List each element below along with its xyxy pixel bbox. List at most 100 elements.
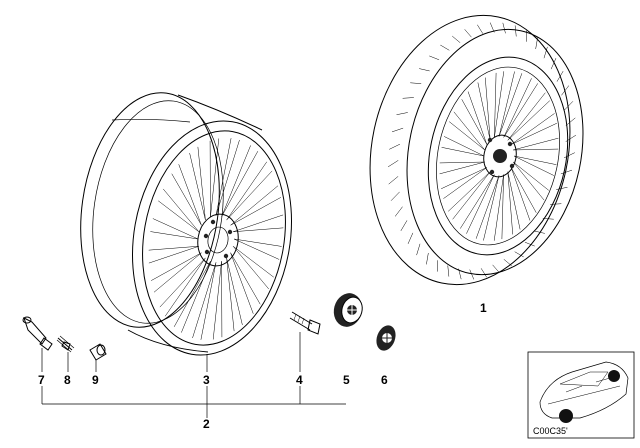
tread-groove: [390, 191, 400, 201]
tread-groove: [419, 68, 430, 72]
part-number-4: 4: [296, 373, 303, 387]
tread-groove: [426, 252, 429, 265]
tread-groove: [458, 268, 462, 280]
spoke-line: [232, 246, 274, 290]
rim-wheel: [80, 92, 293, 356]
spoke-line: [460, 174, 495, 234]
spoke-line: [221, 145, 259, 217]
spoke-line: [150, 252, 202, 293]
complete-wheel-with-tire: [369, 14, 584, 286]
tread-groove: [514, 25, 517, 37]
spoke-line: [507, 171, 521, 235]
spoke-line: [189, 146, 206, 221]
spoke-line: [192, 262, 217, 340]
spoke-line: [173, 261, 211, 333]
tread-groove: [492, 264, 500, 273]
wheel-marker-rear-icon: [608, 370, 620, 382]
part-number-1: 1: [480, 301, 487, 315]
spoke-line: [158, 188, 200, 232]
spoke-line: [461, 91, 488, 145]
spoke-line: [513, 137, 559, 151]
tread-groove: [387, 160, 399, 168]
tread-groove: [416, 243, 421, 256]
part-number-5: 5: [343, 373, 350, 387]
car-outline-icon: [539, 361, 629, 419]
spoke-line: [449, 111, 485, 151]
tread-groove: [389, 143, 401, 150]
tread-groove: [391, 127, 404, 133]
part-number-8: 8: [64, 373, 71, 387]
tread-groove: [561, 85, 570, 96]
emblem: [376, 325, 396, 351]
spoke-line: [226, 161, 273, 221]
tread-groove: [469, 269, 475, 280]
leader-lines: [41, 332, 346, 418]
tread-groove: [534, 230, 545, 234]
spoke-line: [226, 257, 243, 332]
tread-groove: [440, 44, 450, 51]
spoke-line: [209, 138, 220, 217]
spoke-line: [503, 78, 538, 138]
tread-groove: [464, 29, 472, 38]
part-number-7: 7: [38, 373, 45, 387]
spoke-line: [171, 164, 202, 226]
spoke-line: [215, 138, 240, 216]
diagram-code: C00C35': [533, 426, 568, 436]
spoke-line: [513, 161, 549, 201]
vehicle-position-thumbnail: C00C35': [527, 351, 635, 439]
tread-groove: [447, 265, 450, 277]
hub-cap: [333, 293, 363, 327]
tread-groove: [489, 22, 495, 33]
spoke-line: [507, 92, 550, 141]
spoke-line: [441, 167, 488, 199]
tread-groove: [556, 187, 568, 190]
tread-groove: [394, 206, 403, 217]
tread-groove: [452, 35, 461, 43]
tread-groove: [407, 232, 414, 244]
tread-groove: [524, 241, 535, 247]
spoke-line: [148, 245, 199, 264]
spoke-line: [233, 238, 282, 260]
wheel-bolt: [289, 311, 321, 335]
tread-groove: [514, 251, 524, 258]
spoke-line: [230, 185, 282, 226]
part-number-2: 2: [203, 417, 210, 431]
tread-groove: [402, 97, 414, 99]
tread-groove: [480, 268, 487, 278]
tread-groove: [535, 37, 538, 50]
spoke-line: [212, 261, 223, 340]
spoke-line: [493, 174, 504, 241]
wheel-marker-front-icon: [559, 409, 573, 423]
tread-groove: [564, 101, 574, 111]
tread-groove: [550, 58, 557, 70]
tread-groove: [503, 259, 512, 267]
tread-groove: [400, 220, 408, 232]
spoke-line: [150, 218, 199, 240]
spoke-line: [233, 214, 284, 233]
spoke-line: [441, 136, 485, 157]
tread-groove: [565, 134, 577, 142]
spoke-line: [498, 71, 523, 137]
spoke-line: [448, 171, 491, 220]
spoke-line: [439, 161, 485, 175]
tread-groove: [563, 152, 575, 159]
tread-groove: [502, 22, 506, 34]
tread-groove: [550, 203, 562, 205]
tread-groove: [429, 55, 440, 61]
tread-groove: [410, 82, 422, 84]
spoke-line: [510, 167, 537, 221]
tread-groove: [388, 176, 399, 185]
tread-groove: [556, 70, 564, 82]
valve-insert: [56, 335, 75, 353]
valve-cap: [89, 343, 107, 361]
spoke-line: [475, 175, 500, 241]
tread-groove: [396, 112, 408, 115]
tread-groove: [560, 169, 573, 175]
valve-stem: [22, 316, 53, 351]
spoke-line: [513, 155, 557, 176]
tread-groove: [543, 46, 548, 59]
tread-groove: [477, 24, 484, 34]
spoke-line: [477, 77, 491, 141]
part-number-6: 6: [381, 373, 388, 387]
